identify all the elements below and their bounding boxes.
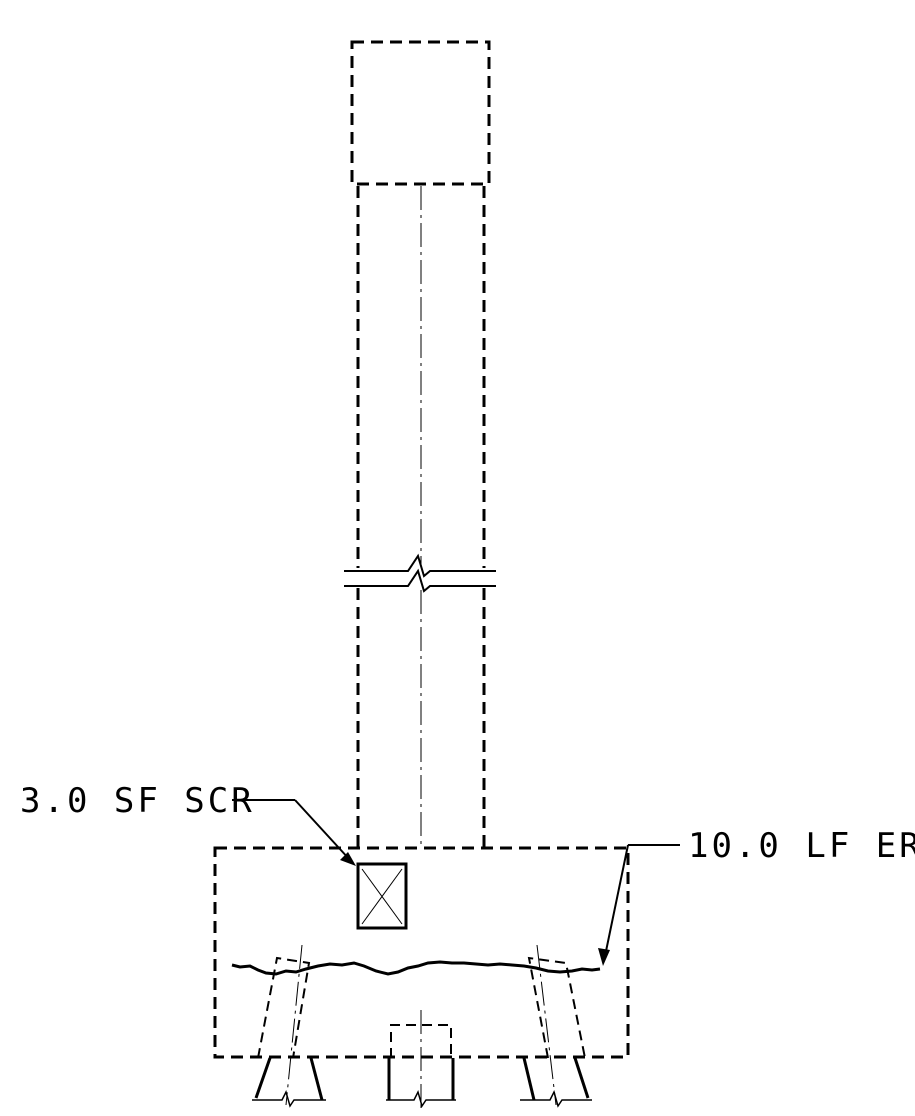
scr-callout-leader (232, 799, 356, 866)
eri-callout-label: 10.0 LF ERI (688, 826, 915, 866)
pile-left (254, 944, 324, 1106)
eri-crack-line (231, 960, 601, 976)
pile-break-symbols (252, 1089, 592, 1108)
break-symbol (344, 553, 496, 593)
scr-callout-label: 3.0 SF SCR (20, 781, 255, 821)
pile-center (387, 1010, 455, 1110)
eri-callout-leader (598, 844, 680, 966)
top-cap-outline (350, 40, 491, 186)
scr-patch (356, 862, 408, 930)
pile-right (522, 944, 590, 1106)
